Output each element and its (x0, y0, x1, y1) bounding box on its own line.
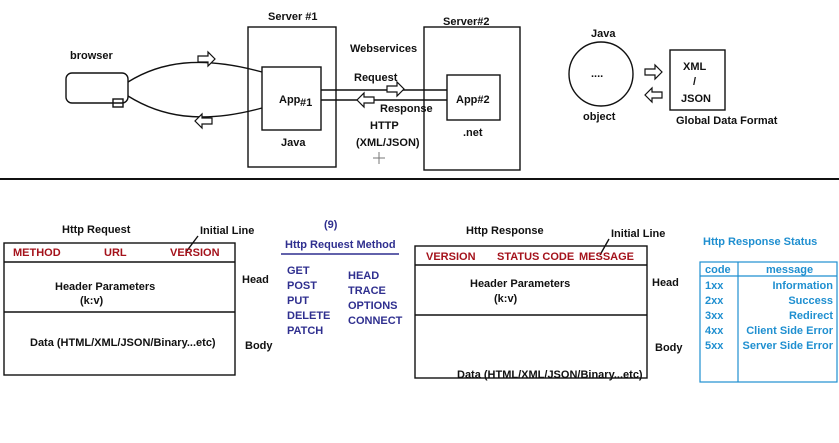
request-method: METHOD (13, 247, 61, 259)
methods-count: (9) (324, 219, 338, 231)
response-label: Response (380, 103, 433, 115)
method-item: DELETE (287, 310, 330, 322)
method-item: PATCH (287, 325, 323, 337)
method-item: HEAD (348, 270, 379, 282)
methods-title: Http Request Method (285, 239, 396, 251)
method-item: OPTIONS (348, 300, 398, 312)
to-xml-arrow-icon (644, 63, 663, 81)
app2-box (446, 74, 501, 121)
response-data: Data (HTML/XML/JSON/Binary...etc) (457, 369, 643, 381)
response-initial-line-pointer (599, 238, 610, 256)
request-data: Data (HTML/XML/JSON/Binary...etc) (30, 337, 216, 349)
response-header-params: Header Parameters (470, 278, 570, 290)
method-item: POST (287, 280, 317, 292)
app2-label: App#2 (456, 94, 490, 106)
request-header-params: Header Parameters (55, 281, 155, 293)
server1-label: Server #1 (268, 11, 318, 23)
request-head-label: Head (242, 274, 269, 286)
app1-suffix: #1 (300, 97, 312, 109)
response-arrow-icon (356, 91, 375, 109)
status-code-cell: 4xx (705, 325, 724, 337)
java-object-circle (568, 41, 634, 107)
xml-json-box (669, 49, 726, 111)
request-initial-line-label: Initial Line (200, 225, 254, 237)
response-kv: (k:v) (494, 293, 518, 305)
java-label: Java (281, 137, 306, 149)
status-title: Http Response Status (703, 236, 817, 248)
request-url: URL (104, 247, 127, 259)
json-label: JSON (681, 93, 711, 105)
status-code-cell: 1xx (705, 280, 724, 292)
response-status-code: STATUS CODE (497, 251, 574, 263)
status-message-cell: Server Side Error (743, 340, 834, 352)
server1-box (247, 26, 337, 168)
from-json-arrow-icon (644, 86, 663, 104)
app1-box (261, 66, 322, 131)
response-message: MESSAGE (579, 251, 634, 263)
status-code-cell: 2xx (705, 295, 724, 307)
object-label: object (583, 111, 616, 123)
response-head-label: Head (652, 277, 679, 289)
request-body-label: Body (245, 340, 273, 352)
http-label: HTTP (370, 120, 399, 132)
browser-response-arrow-icon (194, 112, 213, 130)
server2-box (423, 26, 521, 171)
status-rows: 1xx Information 2xx Success 3xx Redirect 4xx Cl… (705, 280, 834, 352)
method-item: CONNECT (348, 315, 403, 327)
request-initial-line-pointer (185, 235, 199, 253)
status-code-cell: 5xx (705, 340, 724, 352)
request-kv: (k:v) (80, 295, 104, 307)
status-message-cell: Client Side Error (746, 325, 834, 337)
java-object-dots: .... (591, 68, 603, 80)
status-message-cell: Success (788, 295, 833, 307)
browser-response-curve (127, 95, 263, 118)
request-arrow-icon (386, 80, 405, 98)
status-code-cell: 3xx (705, 310, 724, 322)
dotnet-label: .net (463, 127, 483, 139)
status-col-code: code (705, 264, 731, 276)
method-item: GET (287, 265, 310, 277)
request-box (3, 242, 236, 376)
browser-icon (65, 72, 129, 108)
java-object-title: Java (591, 28, 616, 40)
status-message-cell: Redirect (789, 310, 833, 322)
slash-label: / (693, 76, 696, 88)
response-title: Http Response (466, 225, 544, 237)
response-version: VERSION (426, 251, 476, 263)
request-version: VERSION (170, 247, 220, 259)
browser-label: browser (70, 50, 114, 62)
request-title: Http Request (62, 224, 131, 236)
request-label: Request (354, 72, 398, 84)
method-item: PUT (287, 295, 309, 307)
response-body-label: Body (655, 342, 683, 354)
status-table (699, 261, 838, 383)
browser-request-curve (127, 61, 263, 83)
response-initial-line-label: Initial Line (611, 228, 665, 240)
server2-label: Server#2 (443, 16, 490, 28)
status-col-message: message (766, 264, 813, 276)
global-format-label: Global Data Format (676, 115, 778, 127)
xml-label: XML (683, 61, 707, 73)
browser-request-arrow-icon (197, 50, 216, 68)
webservices-label: Webservices (350, 43, 417, 55)
http-formats-label: (XML/JSON) (356, 137, 420, 149)
methods-col2: HEAD TRACE OPTIONS CONNECT (348, 270, 403, 327)
status-message-cell: Information (773, 280, 834, 292)
app1-label: App (279, 94, 301, 106)
method-item: TRACE (348, 285, 386, 297)
cursor-crosshair-icon (373, 152, 385, 164)
methods-col1: GET POST PUT DELETE PATCH (287, 265, 330, 337)
response-box (414, 245, 648, 379)
